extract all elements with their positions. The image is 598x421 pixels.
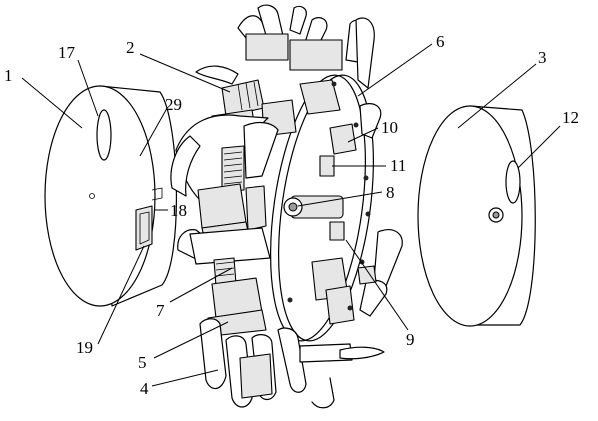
callout-17: 17 [58,43,76,62]
callout-4: 4 [140,379,149,398]
leader-lines [21,43,561,387]
callout-19: 19 [76,338,93,357]
callout-8: 8 [386,183,395,202]
right-side-blades [357,103,403,317]
right-end-cover [417,105,536,327]
callout-3: 3 [538,48,547,67]
left-hub-assembly [170,114,385,409]
callout-18: 18 [170,201,187,220]
callout-5: 5 [138,353,147,372]
callout-12: 12 [562,108,579,127]
callout-9: 9 [406,330,415,349]
left-end-cover [44,85,178,307]
callout-10: 10 [381,118,398,137]
callout-6: 6 [436,32,445,51]
callout-2: 2 [126,38,135,57]
callout-1: 1 [4,66,13,85]
callout-11: 11 [390,156,406,175]
callout-7: 7 [156,301,165,320]
callout-labels: 1 17 2 29 6 3 12 10 11 8 18 7 9 19 5 4 [4,32,579,398]
callout-29: 29 [165,95,182,114]
